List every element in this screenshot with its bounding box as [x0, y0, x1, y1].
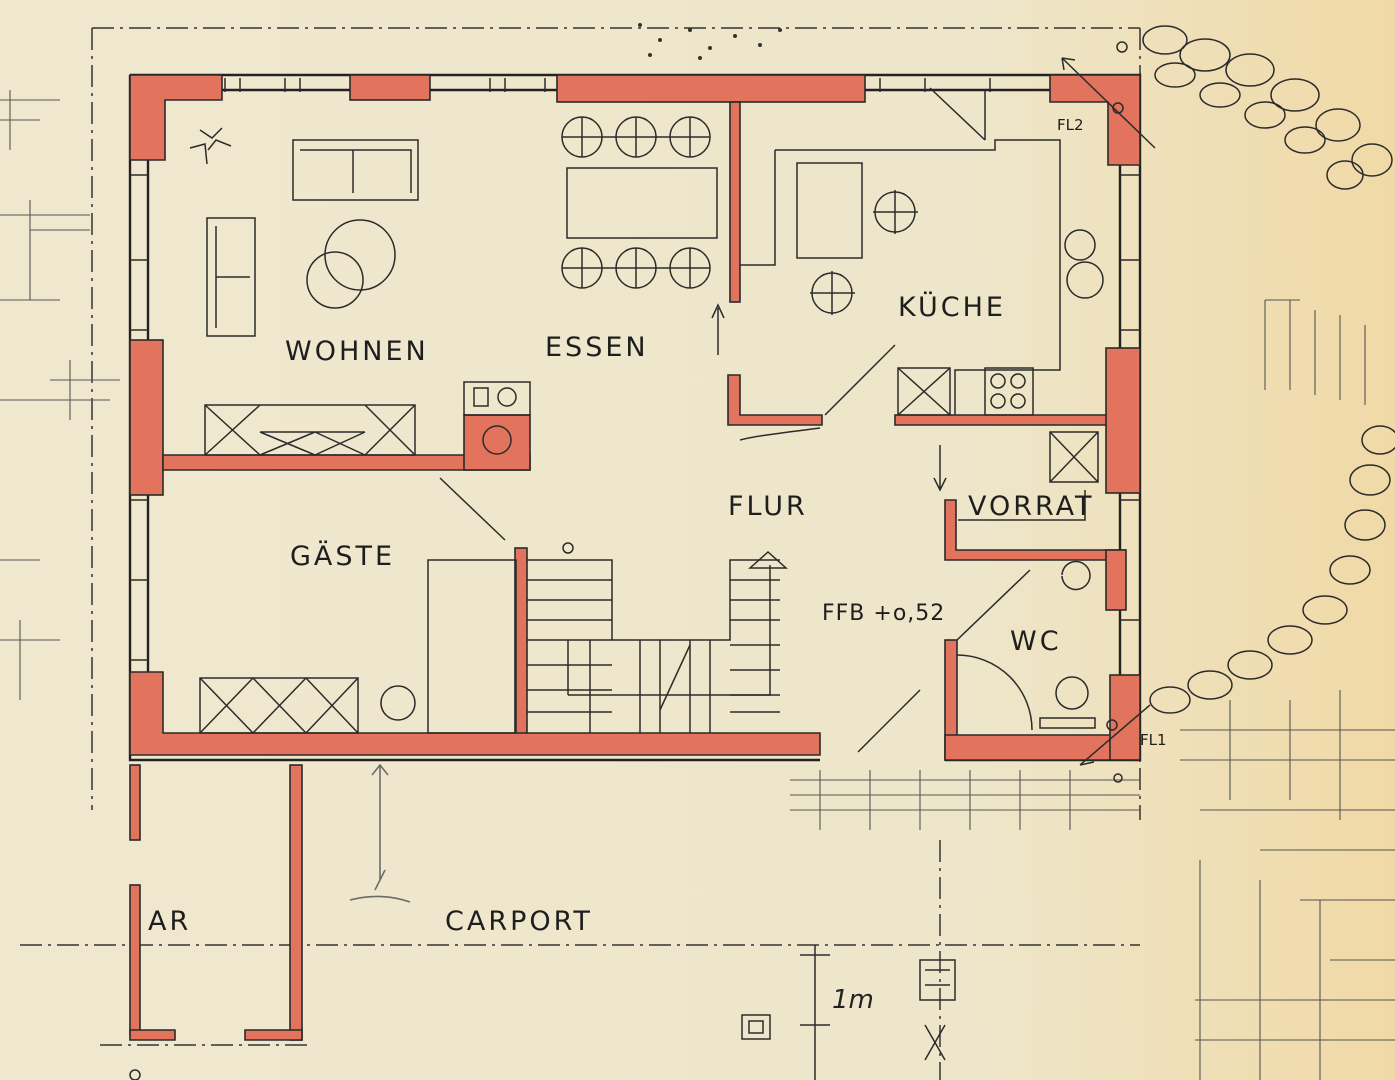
label-flur: FLUR	[728, 491, 808, 522]
room-labels: WOHNEN ESSEN KÜCHE FLUR GÄSTE VORRAT WC …	[148, 116, 1167, 1015]
masonry-walls	[129, 74, 1141, 1041]
label-essen: ESSEN	[545, 332, 649, 363]
label-scale: 1m	[832, 985, 874, 1015]
label-vorrat: VORRAT	[968, 491, 1095, 522]
label-ar: AR	[148, 906, 191, 937]
site-lines	[0, 23, 1395, 1080]
label-wohnen: WOHNEN	[285, 336, 429, 367]
furniture	[129, 41, 1156, 1080]
label-carport: CARPORT	[445, 906, 593, 937]
label-floor-level: FFB +o,52	[822, 601, 945, 626]
label-kueche: KÜCHE	[898, 291, 1006, 323]
label-fl1: FL1	[1140, 731, 1167, 749]
label-wc: WC	[1010, 626, 1062, 657]
label-gaeste: GÄSTE	[290, 540, 395, 572]
label-fl2: FL2	[1057, 116, 1084, 134]
